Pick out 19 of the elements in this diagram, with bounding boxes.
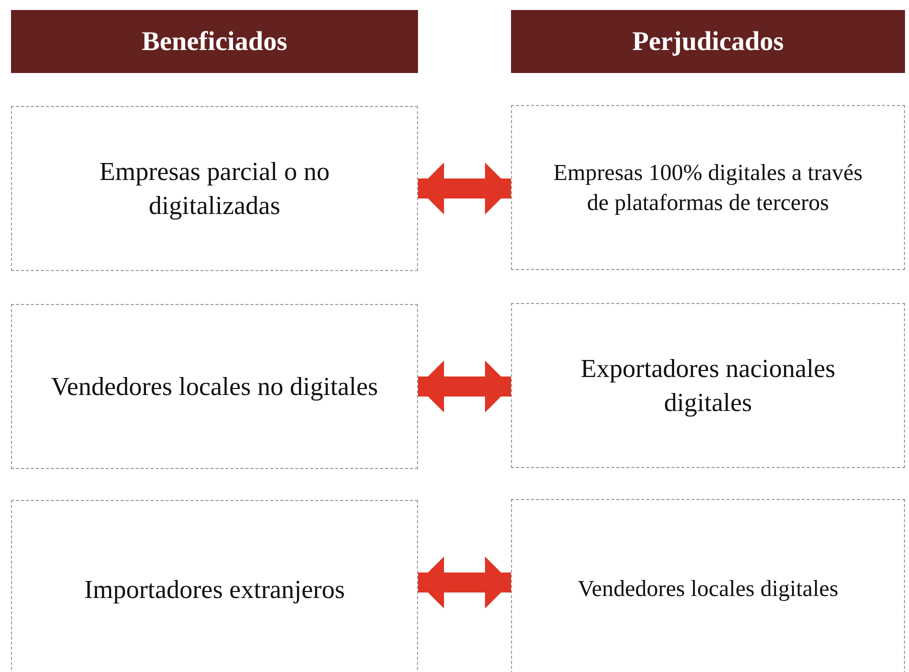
category-box	[11, 304, 418, 469]
header-text: Perjudicados	[632, 26, 784, 57]
category-text: Vendedores locales no digitales	[50, 370, 378, 403]
header-text: Beneficiados	[142, 26, 288, 57]
category-text: Importadores extranjeros	[84, 574, 345, 606]
category-box	[511, 105, 905, 270]
category-box	[11, 500, 418, 672]
category-text: Empresas 100% digitales a través de plataformas de terceros	[552, 158, 864, 217]
category-text: Empresas parcial o no digitalizadas	[98, 156, 331, 222]
column-header	[511, 10, 905, 73]
double-arrow	[418, 360, 511, 412]
category-box	[511, 303, 905, 468]
category-box	[511, 499, 905, 672]
category-text: Exportadores nacionales digitales	[580, 352, 836, 419]
column-header	[11, 10, 418, 73]
double-arrow	[418, 162, 511, 214]
double-arrow	[418, 556, 511, 608]
category-text: Vendedores locales digitales	[578, 575, 838, 604]
category-box	[11, 106, 418, 271]
